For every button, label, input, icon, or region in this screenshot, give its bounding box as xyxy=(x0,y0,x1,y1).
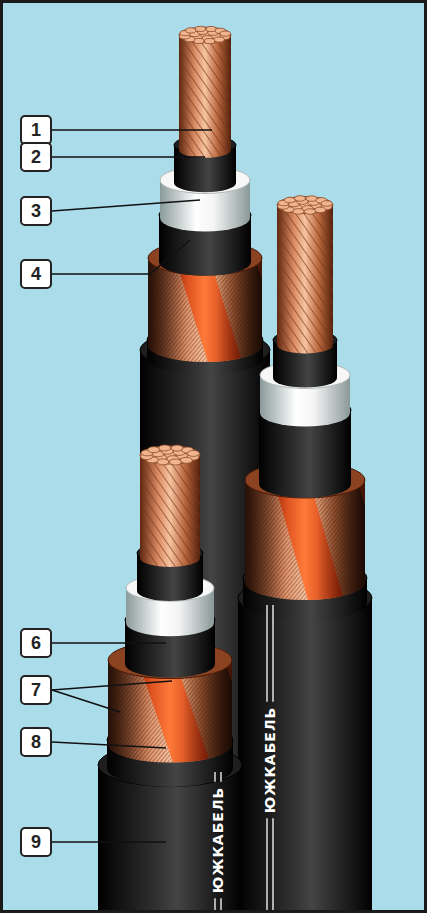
black-layer-body xyxy=(238,598,372,913)
conductor xyxy=(140,445,200,569)
strand xyxy=(321,201,332,207)
strand xyxy=(294,196,305,202)
conductor-fill xyxy=(179,35,231,160)
marking-line xyxy=(266,818,267,913)
strand xyxy=(195,26,205,31)
conductor xyxy=(179,26,231,159)
callout-box: 4 xyxy=(20,259,52,289)
strand-lines xyxy=(277,205,333,355)
black-layer xyxy=(238,578,372,913)
marking-line xyxy=(272,818,273,913)
callout-number: 3 xyxy=(31,201,41,222)
brand-marking: ЮЖКАБЕЛЬ xyxy=(262,707,278,813)
orange-tape xyxy=(356,475,425,600)
callout-number: 1 xyxy=(31,120,41,141)
callout-box: 7 xyxy=(20,675,52,705)
marking-line xyxy=(266,605,267,702)
callout-box: 3 xyxy=(20,196,52,226)
conductor-top xyxy=(179,27,231,43)
callout-box: 1 xyxy=(20,115,52,145)
callout-box: 9 xyxy=(20,827,52,857)
conductor-top xyxy=(277,197,333,214)
leader-line xyxy=(52,742,166,748)
orange-tape xyxy=(223,655,294,763)
callout-number: 2 xyxy=(31,147,41,168)
leader-line xyxy=(52,841,166,843)
conductor xyxy=(277,196,333,356)
black-layer-fill xyxy=(98,765,242,913)
conductor-fill xyxy=(277,205,333,355)
strand xyxy=(159,445,171,451)
leader-line xyxy=(52,240,190,274)
callout-number: 6 xyxy=(31,633,41,654)
cable xyxy=(238,196,425,913)
strand xyxy=(186,28,196,33)
conductor-fill xyxy=(140,455,200,569)
strand-lines xyxy=(140,455,200,569)
conductor-body xyxy=(277,205,333,355)
conductor-body xyxy=(179,35,231,160)
leader-line xyxy=(52,200,200,211)
strand-lines xyxy=(179,35,231,160)
leader-line xyxy=(52,156,205,158)
callout-number: 8 xyxy=(31,732,41,753)
strand xyxy=(148,447,160,453)
leader-line xyxy=(52,642,166,644)
strand xyxy=(315,207,326,213)
brand-marking: ЮЖКАБЕЛЬ xyxy=(210,787,226,893)
callout-number: 4 xyxy=(31,264,41,285)
strand xyxy=(220,31,230,36)
callout-box: 2 xyxy=(20,142,52,172)
strand xyxy=(204,38,214,43)
marking-line xyxy=(272,605,273,702)
strand xyxy=(304,209,315,215)
callout-number: 9 xyxy=(31,832,41,853)
strand xyxy=(187,450,199,456)
leader-line xyxy=(52,129,212,131)
strand xyxy=(169,459,181,465)
black-layer-body xyxy=(98,765,242,913)
callout-box: 8 xyxy=(20,727,52,757)
leader-line xyxy=(52,681,172,690)
marking-line xyxy=(214,772,215,782)
leader-line xyxy=(52,690,120,712)
leader-lines xyxy=(52,130,212,842)
marking-line xyxy=(220,772,221,782)
strand xyxy=(180,457,192,463)
conductor-body xyxy=(140,455,200,569)
callout-box: 6 xyxy=(20,628,52,658)
strand xyxy=(214,37,224,42)
black-layer-fill xyxy=(238,598,372,913)
callout-number: 7 xyxy=(31,680,41,701)
strand xyxy=(284,197,295,203)
